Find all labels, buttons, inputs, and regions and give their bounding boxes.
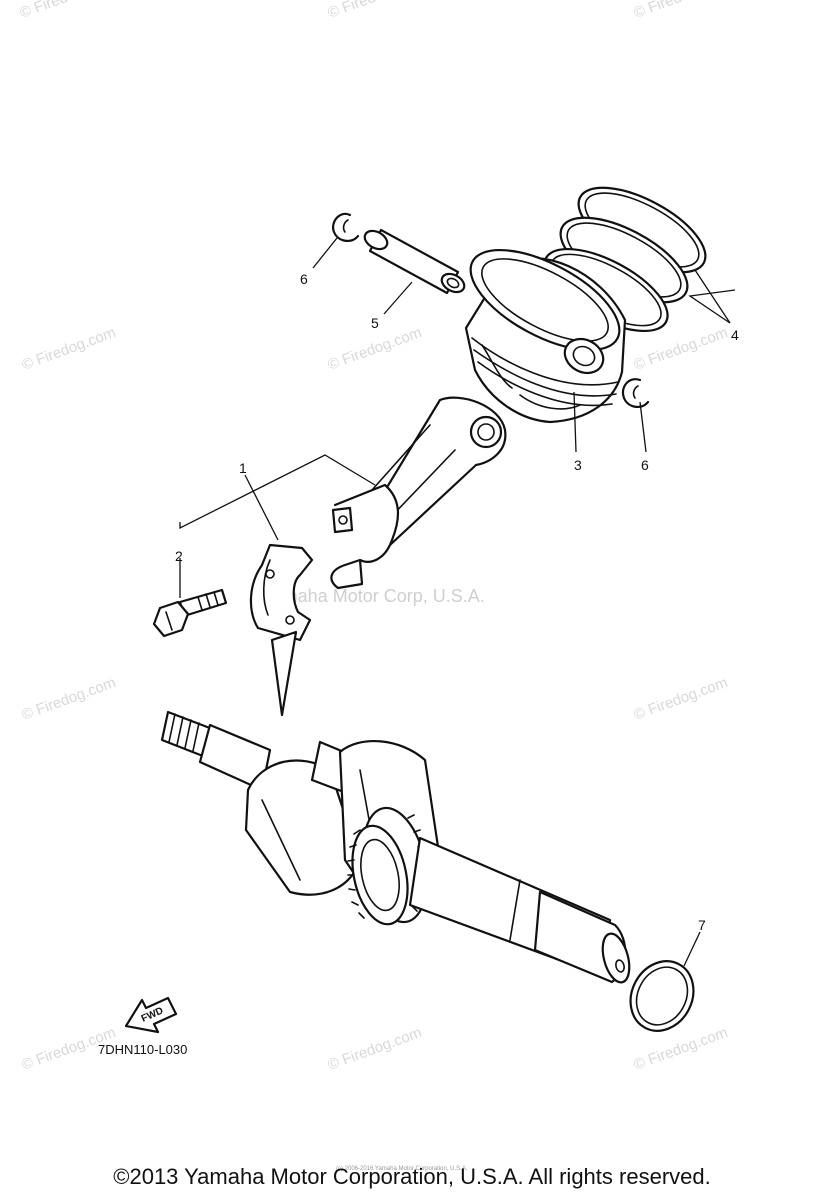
fwd-arrow: FWD <box>124 996 178 1034</box>
piston <box>464 248 627 424</box>
connecting-rod <box>330 396 507 590</box>
circlip-right <box>621 378 650 408</box>
small-print: (c) 2006-2016 Yamaha Motor Corporation, … <box>336 1166 468 1172</box>
watermark: © Firedog.com <box>20 674 118 724</box>
rod-bolt <box>152 588 228 638</box>
copyright-footer: ©2013 Yamaha Motor Corporation, U.S.A. A… <box>113 1164 711 1189</box>
callout-6-right: 6 <box>641 457 649 473</box>
watermark: © Firedog.com <box>20 324 118 374</box>
callout-7: 7 <box>698 917 706 933</box>
callout-2: 2 <box>175 548 183 564</box>
piston-pin <box>363 228 466 295</box>
diagram-code: 7DHN110-L030 <box>98 1042 187 1057</box>
watermark: © Firedog.com <box>326 1024 424 1074</box>
watermark: © Firedog.com <box>632 674 730 724</box>
watermark: © Firedog.com <box>326 0 424 22</box>
watermark: © Firedog.com <box>632 1024 730 1074</box>
callout-numbers: 1 2 3 4 5 6 6 7 <box>175 271 739 933</box>
crankshaft <box>160 710 631 984</box>
o-ring <box>629 960 695 1032</box>
watermark: © Firedog.com <box>326 324 424 374</box>
watermark: © Firedog.com <box>632 0 730 22</box>
callout-6-top: 6 <box>300 271 308 287</box>
leader-lines <box>179 237 736 967</box>
callout-5: 5 <box>371 315 379 331</box>
connecting-rod-cap <box>249 543 314 717</box>
callout-1: 1 <box>239 460 247 476</box>
watermark: © Firedog.com <box>18 0 116 22</box>
callout-3: 3 <box>574 457 582 473</box>
circlip-top <box>332 212 360 242</box>
corporate-watermark: Yamaha Motor Corp, U.S.A. <box>262 586 485 606</box>
callout-4: 4 <box>731 327 739 343</box>
